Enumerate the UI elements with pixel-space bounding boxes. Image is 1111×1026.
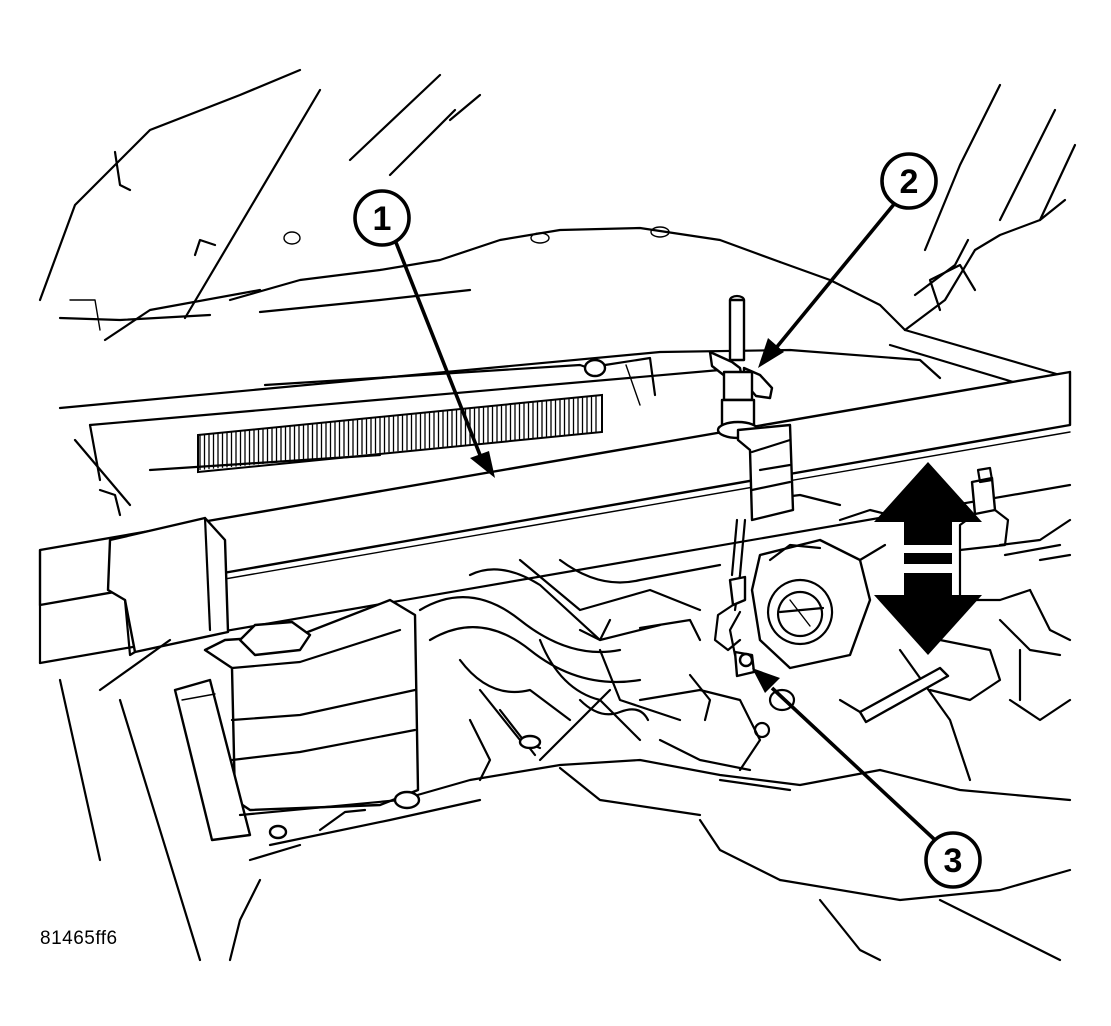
callout-2: 2 (880, 152, 938, 210)
cowl-panel (58, 348, 942, 517)
double-headed-vertical-arrow-icon (874, 462, 982, 655)
figure-id-label: 81465ff6 (40, 928, 118, 949)
callout-1-arrowhead (470, 451, 495, 478)
callout-1: 1 (353, 189, 411, 247)
callout-3-label: 3 (944, 842, 963, 880)
callout-3-arrowhead (752, 668, 780, 693)
callout-3: 3 (924, 831, 982, 889)
hood-outline (38, 68, 1077, 392)
callout-2-arrowhead (758, 338, 784, 368)
engine-compartment (58, 466, 1072, 962)
callout-1-label: 1 (373, 200, 392, 238)
j-bolt-hook-tool (708, 294, 795, 678)
callout-2-label: 2 (900, 163, 919, 201)
cowl-grille (197, 393, 603, 474)
callout-leaders (393, 201, 937, 842)
support-bar-foot-left (106, 516, 230, 657)
